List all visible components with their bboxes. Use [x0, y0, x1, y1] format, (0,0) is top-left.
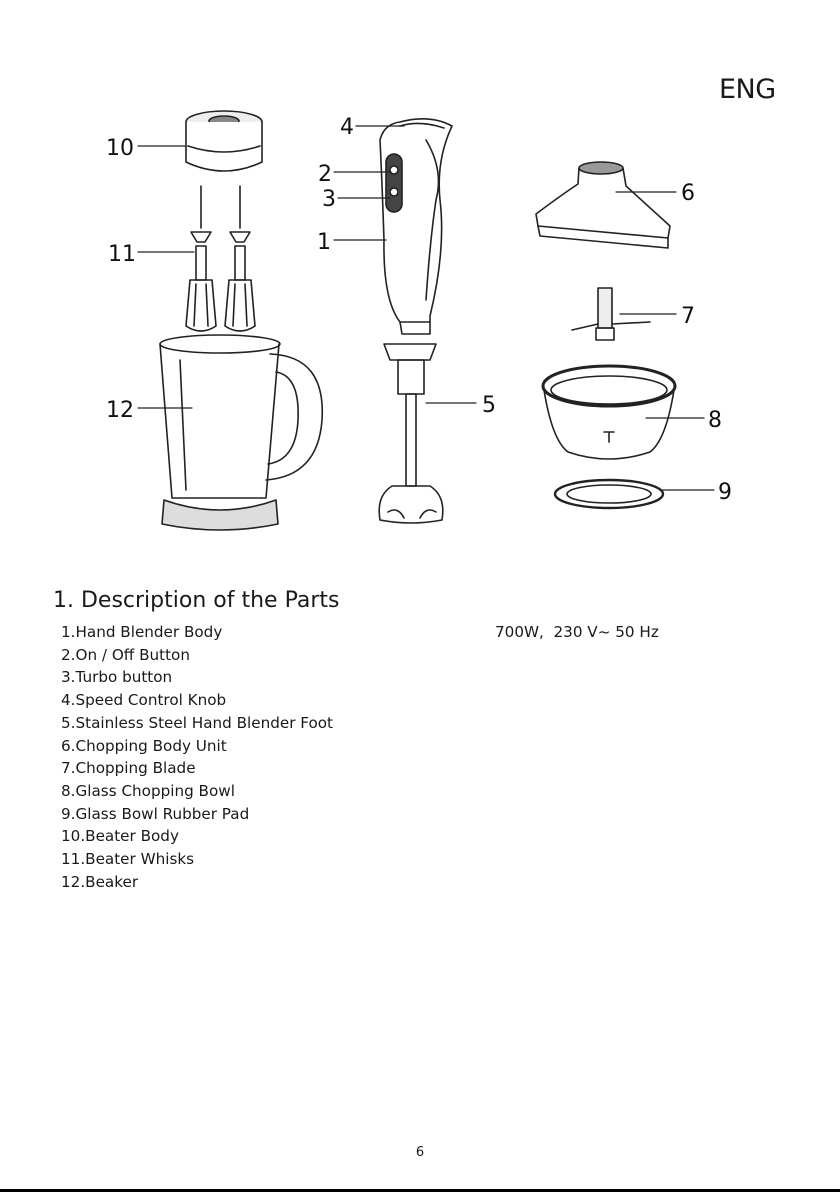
callout-11: 11: [108, 242, 136, 267]
list-item: 8.Glass Chopping Bowl: [61, 780, 333, 803]
section-title: 1. Description of the Parts: [53, 588, 339, 613]
callout-12: 12: [106, 398, 134, 423]
callout-10: 10: [106, 136, 134, 161]
glass-chopping-bowl-illustration: [543, 366, 675, 459]
list-item: 11.Beater Whisks: [61, 848, 333, 871]
rubber-pad-illustration: [555, 480, 663, 508]
list-item: 1.Hand Blender Body: [61, 621, 333, 644]
page-number: 6: [0, 1145, 840, 1160]
list-item: 7.Chopping Blade: [61, 757, 333, 780]
callout-8: 8: [708, 408, 722, 433]
callout-6: 6: [681, 181, 695, 206]
callout-7: 7: [681, 304, 695, 329]
callout-1: 1: [317, 230, 331, 255]
list-item: 9.Glass Bowl Rubber Pad: [61, 803, 333, 826]
list-item: 10.Beater Body: [61, 825, 333, 848]
callout-3: 3: [322, 187, 336, 212]
beaker-illustration: [160, 335, 322, 530]
list-item: 3.Turbo button: [61, 666, 333, 689]
hand-blender-body-illustration: [380, 119, 452, 334]
beater-body-illustration: [186, 111, 262, 171]
list-item: 6.Chopping Body Unit: [61, 735, 333, 758]
list-item: 12.Beaker: [61, 871, 333, 894]
parts-list: 1.Hand Blender Body 2.On / Off Button 3.…: [61, 621, 333, 893]
callout-5: 5: [482, 393, 496, 418]
power-spec: 700W, 230 V~ 50 Hz: [495, 621, 659, 644]
parts-diagram: 1 2 3 4 5 6 7 8 9 10 11 12: [0, 0, 840, 560]
callout-2: 2: [318, 162, 332, 187]
list-item: 4.Speed Control Knob: [61, 689, 333, 712]
blender-foot-illustration: [379, 344, 443, 523]
callout-4: 4: [340, 115, 354, 140]
callout-9: 9: [718, 480, 732, 505]
beater-whisks-illustration: [186, 186, 255, 331]
chopping-body-unit-illustration: [536, 162, 670, 248]
list-item: 2.On / Off Button: [61, 644, 333, 667]
list-item: 5.Stainless Steel Hand Blender Foot: [61, 712, 333, 735]
